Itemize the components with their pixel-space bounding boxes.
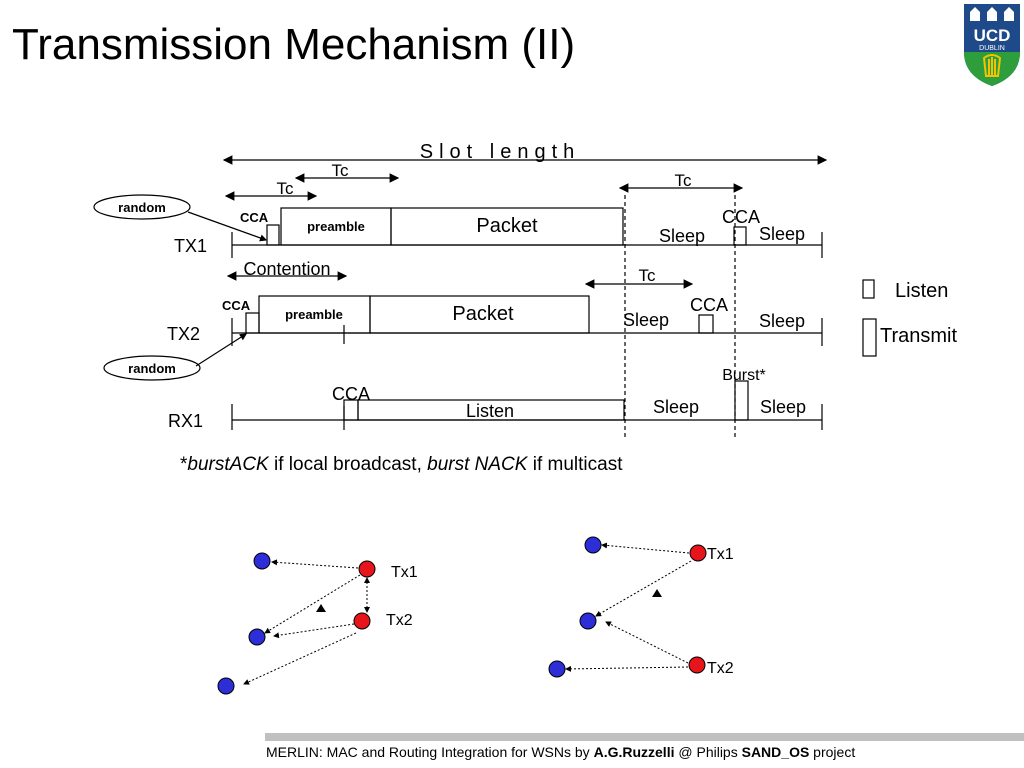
tc-label-4: Tc: [639, 266, 657, 285]
tx1-preamble-label: preamble: [307, 219, 365, 234]
tc-label-3: Tc: [675, 171, 693, 190]
rx1-burst-label: Burst*: [722, 367, 766, 384]
footer-bar: [265, 733, 1024, 741]
tx2-cca-label: CCA: [222, 298, 251, 313]
tx1-row-label: TX1: [174, 236, 207, 256]
tx2-cca-box: [245, 312, 260, 334]
tx1-label-right: Tx1: [707, 546, 734, 563]
legend-listen-box: [862, 279, 875, 299]
tc-label-2: Tc: [277, 179, 295, 198]
tx2-sleep-label-1: Sleep: [623, 310, 669, 330]
timing-diagram: [93, 155, 877, 440]
tx2-node-right: [688, 656, 706, 674]
tc-label-1: Tc: [332, 161, 350, 180]
rx1-burst-box: [734, 380, 749, 421]
tx2-sleep-label-2: Sleep: [759, 311, 805, 331]
topology-left: Tx1 Tx2: [217, 552, 418, 695]
tx1-packet-box: [390, 207, 624, 246]
random-bubble-2: [103, 355, 201, 381]
tx1-cca-label: CCA: [240, 210, 269, 225]
tx2-packet-box: [369, 295, 590, 334]
tx1-sleep-label-2: Sleep: [759, 224, 805, 244]
receiver-node: [253, 552, 271, 570]
tx2-packet-label: Packet: [452, 303, 514, 325]
tx2-row-label: TX2: [167, 324, 200, 344]
contention-label: Contention: [243, 259, 330, 279]
rx1-listen-label: Listen: [466, 401, 514, 421]
tx1-cca-box: [266, 224, 280, 246]
tx1-packet-label: Packet: [476, 215, 538, 237]
rx1-sleep-label-1: Sleep: [653, 397, 699, 417]
tx1-cca-label-2: CCA: [722, 207, 760, 227]
logo-text-ucd: UCD: [974, 26, 1011, 45]
page-title: Transmission Mechanism (II): [12, 20, 576, 69]
footer-text: MERLIN: MAC and Routing Integration for …: [266, 744, 856, 760]
tx2-label-right: Tx2: [707, 660, 734, 677]
rx1-listen-box: [357, 399, 625, 421]
topology-right: Tx1 Tx2: [548, 536, 734, 678]
receiver-node: [217, 677, 235, 695]
tx2-cca-label-2: CCA: [690, 295, 728, 315]
small-arrow-left: [316, 604, 326, 612]
ucd-logo: UCD DUBLIN: [964, 4, 1020, 86]
tx2-label-left: Tx2: [386, 612, 413, 629]
legend-transmit-box: [862, 318, 877, 357]
rx1-sleep-label-2: Sleep: [760, 397, 806, 417]
rx1-row-label: RX1: [168, 411, 203, 431]
receiver-node: [584, 536, 602, 554]
random-label-1: random: [118, 200, 166, 215]
legend-listen-label: Listen: [895, 280, 948, 302]
footnote: *burstACK if local broadcast, burst NACK…: [180, 454, 623, 475]
tx1-cca-box-2: [733, 226, 747, 246]
slot-length-label: Slot length: [420, 141, 581, 163]
tx1-sleep-label-1: Sleep: [659, 226, 705, 246]
tx2-node-left: [353, 612, 371, 630]
castle-icon: [970, 7, 1014, 21]
tx1-node-left: [358, 560, 376, 578]
logo-text-dublin: DUBLIN: [979, 45, 1005, 52]
small-arrow-right: [652, 589, 662, 597]
random-bubble-1: [93, 194, 191, 220]
tx1-label-left: Tx1: [391, 564, 418, 581]
random-label-2: random: [128, 361, 176, 376]
legend-transmit-label: Transmit: [880, 325, 957, 347]
tx2-cca-box-2: [698, 314, 714, 334]
tx1-node-right: [689, 544, 707, 562]
receiver-node: [548, 660, 566, 678]
tx2-preamble-label: preamble: [285, 307, 343, 322]
rx1-cca-label: CCA: [332, 384, 370, 404]
harp-icon: [982, 54, 1002, 77]
receiver-node: [579, 612, 597, 630]
receiver-node: [248, 628, 266, 646]
